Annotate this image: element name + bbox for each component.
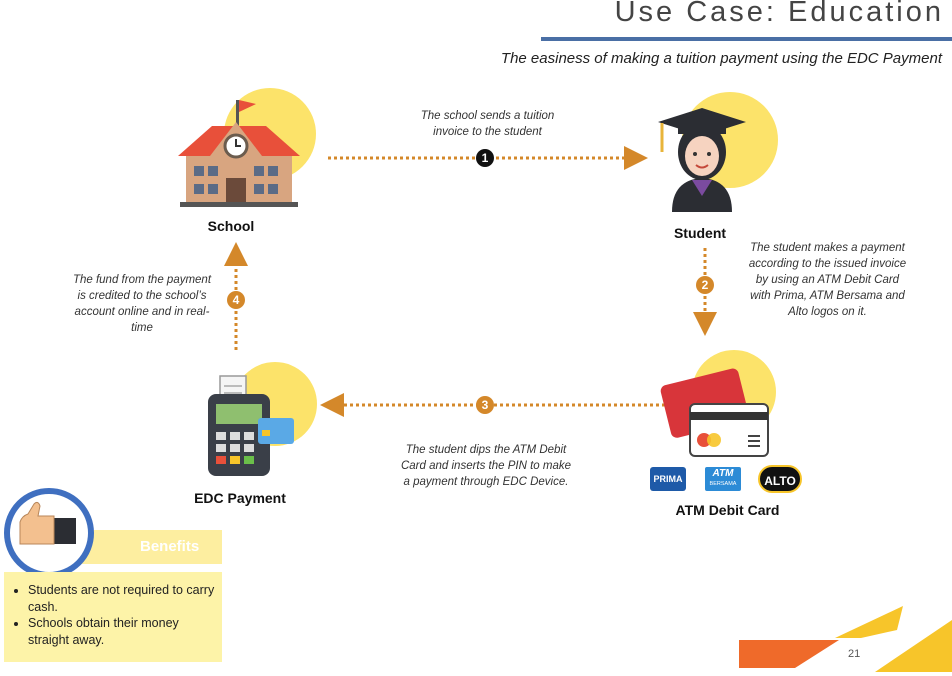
step-4-badge: 4 — [227, 291, 245, 309]
page-subtitle: The easiness of making a tuition payment… — [500, 50, 942, 67]
page-title: Use Case: Education — [614, 0, 944, 28]
benefit-item: Schools obtain their money straight away… — [28, 615, 222, 648]
benefits-title: Benefits — [140, 538, 200, 555]
prima-logo: PRIMA — [650, 467, 686, 491]
footer-chevron-decoration — [739, 606, 952, 672]
atm-bersama-logo-top: ATM — [712, 468, 734, 479]
atm-card-icon — [660, 350, 776, 457]
student-icon — [658, 92, 778, 212]
edc-label: EDC Payment — [194, 490, 286, 506]
student-label: Student — [673, 225, 727, 241]
atm-bersama-logo-bottom: BERSAMA — [709, 481, 737, 487]
school-icon — [178, 88, 316, 207]
step-2-badge: 2 — [696, 276, 714, 294]
school-label: School — [207, 218, 255, 234]
atm-bersama-logo: ATM BERSAMA — [705, 467, 741, 491]
page-number: 21 — [848, 648, 861, 660]
benefits-list-box: Students are not required to carry cash.… — [4, 572, 222, 662]
title-underline — [541, 37, 952, 41]
step-2-description: The student makes a payment according to… — [748, 242, 907, 318]
step-4-description: The fund from the payment is credited to… — [72, 274, 212, 334]
step-3-description: The student dips the ATM Debit Card and … — [400, 444, 572, 488]
step-1-badge: 1 — [476, 149, 494, 167]
benefit-item: Students are not required to carry cash. — [28, 582, 222, 615]
atm-card-label: ATM Debit Card — [675, 502, 780, 518]
step-1-description: The school sends a tuition invoice to th… — [420, 110, 555, 138]
benefits-list: Students are not required to carry cash.… — [4, 582, 222, 648]
alto-logo: ALTO — [758, 465, 802, 493]
edc-terminal-icon — [208, 362, 317, 476]
thumbs-up-icon — [4, 488, 94, 578]
step-3-badge: 3 — [476, 396, 494, 414]
